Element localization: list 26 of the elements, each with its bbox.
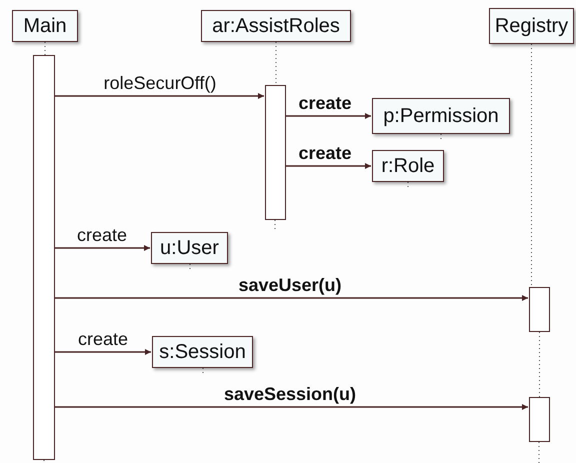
activation-bar (33, 55, 55, 460)
message-label: create (298, 94, 352, 112)
message-label: create (298, 144, 352, 162)
lifeline-head-box: s:Session (152, 336, 253, 368)
message-arrow (55, 404, 528, 410)
message-label: saveSession(u) (224, 385, 356, 403)
message-label: roleSecurOff() (104, 74, 216, 92)
activation-bar (265, 85, 286, 220)
message-arrow (55, 93, 264, 99)
lifeline-head-box: ar:AssistRoles (201, 10, 351, 42)
lifeline-head-box: p:Permission (372, 98, 510, 134)
message-arrow (286, 113, 371, 119)
message-arrow (55, 295, 528, 301)
lifeline-head-box: r:Role (372, 150, 444, 182)
activation-bar (529, 287, 550, 332)
message-arrow (55, 245, 150, 251)
lifeline-head-box: Main (12, 10, 78, 42)
message-label: saveUser(u) (238, 276, 342, 294)
message-arrow (55, 349, 151, 355)
lifeline-head-box: u:User (151, 232, 228, 264)
message-label: create (76, 226, 128, 244)
lifeline (531, 44, 532, 288)
lifeline-head-box: Registry (489, 8, 574, 44)
activation-bar (529, 397, 550, 442)
message-label: create (78, 330, 128, 348)
message-arrow (286, 163, 371, 169)
